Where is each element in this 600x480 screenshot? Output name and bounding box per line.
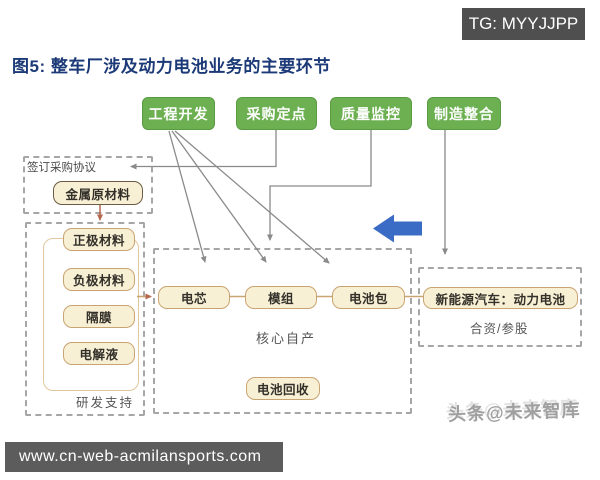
watermark-text: 头条@未来智库	[447, 399, 581, 425]
module-box: 模组	[245, 286, 317, 309]
battery-pack-box: 电池包	[332, 286, 405, 309]
separator-box: 隔膜	[63, 305, 135, 328]
joint-venture-group-box	[418, 267, 582, 347]
materials-group-box	[25, 222, 145, 416]
left-arrow-icon	[373, 214, 422, 243]
process-box-manufacturing: 制造整合	[427, 97, 501, 130]
figure-title: 图5: 整车厂涉及动力电池业务的主要环节	[12, 57, 331, 76]
process-box-quality: 质量监控	[330, 97, 412, 130]
tg-badge: TG: MYYJJPP	[462, 8, 585, 40]
footer-url-bar: www.cn-web-acmilansports.com	[5, 442, 283, 472]
core-self-production-label: 核心自产	[256, 331, 317, 346]
joint-venture-label: 合资/参股	[470, 322, 529, 336]
cell-box: 电芯	[158, 286, 230, 309]
metal-raw-material-box: 金属原材料	[53, 181, 143, 205]
electrolyte-box: 电解液	[63, 342, 135, 365]
anode-material-box: 负极材料	[63, 268, 135, 291]
cathode-material-box: 正极材料	[63, 228, 135, 251]
procurement-group-box	[23, 156, 153, 214]
process-box-procurement: 采购定点	[236, 97, 317, 130]
procurement-group-label: 签订采购协议	[27, 162, 96, 174]
process-box-engineering: 工程开发	[142, 97, 215, 130]
rnd-support-label: 研发支持	[76, 396, 135, 410]
nev-power-battery-box: 新能源汽车：动力电池	[423, 287, 578, 309]
battery-recycling-box: 电池回收	[246, 377, 320, 400]
